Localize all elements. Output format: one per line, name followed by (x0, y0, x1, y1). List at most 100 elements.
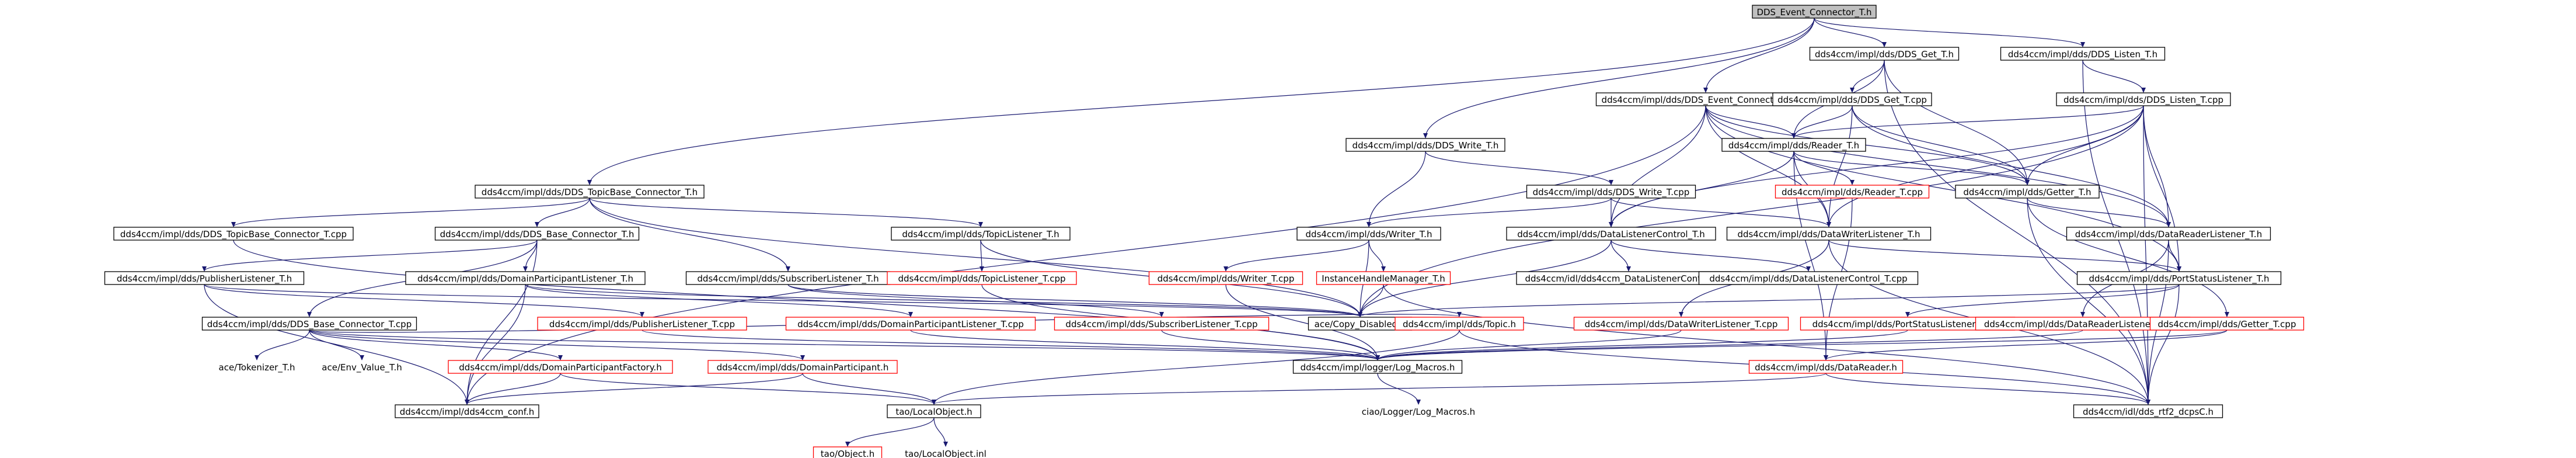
edge-dds4ccm-impl-dds-domainparticipantlistener-t-cpp-to-dds4ccm-impl-logger-log-macros-h (910, 329, 1380, 360)
node-label: dds4ccm/impl/dds/Writer_T.h (1306, 229, 1432, 240)
node-box (1748, 360, 1904, 374)
edge-dds4ccm-impl-dds-datawriterlistener-t-cpp-to-dds4ccm-impl-logger-log-macros-h (1375, 329, 1682, 360)
node-dds4ccm-impl-dds-datawriterlistener-t-h[interactable]: dds4ccm/impl/dds/DataWriterListener_T.h (1726, 227, 1932, 241)
edge-dds4ccm-impl-dds-datawriterlistener-t-h-to-dds4ccm-impl-dds-portstatuslistener-t-h (1828, 240, 2181, 272)
node-label: dds4ccm/impl/dds/Reader_T.cpp (1782, 187, 1923, 198)
node-dds4ccm-impl-dds-getter-t-h[interactable]: dds4ccm/impl/dds/Getter_T.h (1955, 185, 2100, 199)
node-dds4ccm-impl-dds-subscriberlistener-t-h[interactable]: dds4ccm/impl/dds/SubscriberListener_T.h (685, 271, 891, 285)
node-label: dds4ccm/impl/dds/DDS_Get_T.cpp (1777, 95, 1927, 106)
node-dds4ccm-impl-logger-log-macros-h[interactable]: dds4ccm/impl/logger/Log_Macros.h (1292, 360, 1463, 374)
node-box (1955, 185, 2100, 199)
edge-dds4ccm-impl-dds-dds-event-connector-t-cpp-to-dds4ccm-impl-dds-datareaderlistener-t-h (1705, 105, 2171, 227)
node-dds4ccm-impl-dds-getter-t-cpp[interactable]: dds4ccm/impl/dds/Getter_T.cpp (2149, 317, 2305, 331)
edge-dds4ccm-impl-dds-domainparticipantlistener-t-h-to-dds4ccm-impl-dds4ccm-conf-h (465, 284, 526, 405)
node-ace-copy-disabled-h[interactable]: ace/Copy_Disabled.h (1308, 317, 1413, 331)
edge-dds4ccm-impl-dds-domainparticipant-h-to-tao-localobject-h (802, 373, 936, 405)
node-dds-event-connector-t-h: DDS_Event_Connector_T.h (1752, 5, 1877, 19)
node-dds4ccm-impl-dds-dds-get-t-cpp[interactable]: dds4ccm/impl/dds/DDS_Get_T.cpp (1772, 92, 1932, 106)
node-dds4ccm-impl-dds-dds-get-t-h[interactable]: dds4ccm/impl/dds/DDS_Get_T.h (1809, 47, 1960, 61)
edge-dds4ccm-impl-dds-getter-t-h-to-dds4ccm-impl-dds-getter-t-cpp (2027, 197, 2229, 317)
edge-dds-event-connector-t-h-to-dds4ccm-impl-dds-dds-get-t-h (1814, 18, 1887, 47)
edge-dds4ccm-impl-dds-dds-write-t-h-to-dds4ccm-impl-dds-writer-t-h (1367, 151, 1426, 227)
node-label: dds4ccm/idl/dds_rtf2_dcpsC.h (2083, 407, 2214, 418)
edge-dds4ccm-impl-dds-portstatuslistener-t-h-to-dds4ccm-idl-dds-rtf2-dcpsc-h (2146, 284, 2180, 405)
edge-dds4ccm-impl-dds-domainparticipantfactory-h-to-dds4ccm-impl-dds4ccm-conf-h (465, 373, 561, 405)
node-label: dds4ccm/impl/logger/Log_Macros.h (1301, 362, 1455, 373)
node-dds4ccm-impl-dds-domainparticipantfactory-h[interactable]: dds4ccm/impl/dds/DomainParticipantFactor… (448, 360, 673, 374)
node-dds4ccm-impl-dds-dds-base-connector-t-cpp[interactable]: dds4ccm/impl/dds/DDS_Base_Connector_T.cp… (201, 317, 417, 331)
edge-dds-event-connector-t-h-to-dds4ccm-impl-dds-dds-topicbase-connector-t-h (587, 18, 1815, 185)
node-label: dds4ccm/impl/dds/DDS_TopicBase_Connector… (120, 229, 347, 240)
edge-dds4ccm-impl-dds-datareader-h-to-dds4ccm-idl-dds-rtf2-dcpsc-h (1825, 373, 2150, 405)
node-dds4ccm-impl-dds-datareaderlistener-t-h[interactable]: dds4ccm/impl/dds/DataReaderListener_T.h (2066, 227, 2271, 241)
node-dds4ccm-idl-dds-rtf2-dcpsc-h[interactable]: dds4ccm/idl/dds_rtf2_dcpsC.h (2073, 404, 2223, 418)
node-label: dds4ccm/impl/dds/DataReader.h (1755, 362, 1897, 373)
node-box (1506, 227, 1716, 241)
edge-dds4ccm-impl-dds-dds-listen-t-cpp-to-ace-copy-disabled-h (1358, 105, 2144, 317)
edge-dds4ccm-impl-dds-writer-t-h-to-instancehandlemanager-t-h (1368, 240, 1386, 272)
node-dds4ccm-impl-dds-datareader-h[interactable]: dds4ccm/impl/dds/DataReader.h (1748, 360, 1904, 374)
edge-dds4ccm-impl-dds-dds-listen-t-cpp-to-dds4ccm-idl-dds-rtf2-dcpsc-h (2143, 105, 2150, 405)
node-dds4ccm-impl-dds-datareaderlistener-t-cpp[interactable]: dds4ccm/impl/dds/DataReaderListener_T.cp… (1975, 317, 2191, 331)
edge-dds4ccm-impl-dds-dds-event-connector-t-cpp-to-dds4ccm-impl-dds-getter-t-h (1705, 105, 2030, 185)
node-box (434, 227, 640, 241)
edge-dds4ccm-impl-dds-dds-get-t-cpp-to-dds4ccm-impl-dds-getter-t-h (1852, 105, 2030, 185)
node-label: dds4ccm/impl/dds/PublisherListener_T.h (117, 273, 292, 284)
node-dds4ccm-impl-dds-datalistenercontrol-t-cpp[interactable]: dds4ccm/impl/dds/DataListenerControl_T.c… (1698, 271, 1919, 285)
edge-dds4ccm-impl-dds-reader-t-h-to-dds4ccm-impl-dds-getter-t-h (1793, 151, 2030, 185)
node-dds4ccm-impl-dds-portstatuslistener-t-cpp[interactable]: dds4ccm/impl/dds/PortStatusListener_T.cp… (1800, 317, 2016, 331)
node-box (405, 271, 646, 285)
edge-dds4ccm-impl-dds-subscriberlistener-t-cpp-to-dds4ccm-impl-logger-log-macros-h (1161, 329, 1380, 360)
node-box (1721, 138, 1866, 152)
node-label: tao/LocalObject.inl (905, 449, 987, 458)
node-dds4ccm-impl-dds-topic-h[interactable]: dds4ccm/impl/dds/Topic.h (1395, 317, 1524, 331)
node-dds4ccm-impl-dds-dds-write-t-cpp[interactable]: dds4ccm/impl/dds/DDS_Write_T.cpp (1526, 185, 1696, 199)
node-box (2149, 317, 2305, 331)
node-dds4ccm-impl-dds-topiclistener-t-cpp[interactable]: dds4ccm/impl/dds/TopicListener_T.cpp (887, 271, 1077, 285)
node-ace-tokenizer-t-h: ace/Tokenizer_T.h (219, 362, 295, 373)
node-dds4ccm-impl-dds-datalistenercontrol-t-h[interactable]: dds4ccm/impl/dds/DataListenerControl_T.h (1506, 227, 1716, 241)
node-dds4ccm-impl-dds-dds-listen-t-h[interactable]: dds4ccm/impl/dds/DDS_Listen_T.h (2000, 47, 2166, 61)
node-box (1573, 317, 1789, 331)
node-dds4ccm-impl-dds-domainparticipant-h[interactable]: dds4ccm/impl/dds/DomainParticipant.h (707, 360, 898, 374)
node-dds4ccm-impl-dds-writer-t-cpp[interactable]: dds4ccm/impl/dds/Writer_T.cpp (1148, 271, 1303, 285)
node-dds4ccm-impl-dds4ccm-conf-h[interactable]: dds4ccm/impl/dds4ccm_conf.h (395, 404, 539, 418)
node-label: dds4ccm/impl/dds/Writer_T.cpp (1158, 273, 1295, 284)
edge-dds4ccm-impl-dds-dds-event-connector-t-cpp-to-dds4ccm-impl-dds-datalistenercontrol-t-h (1609, 105, 1706, 227)
edge-dds4ccm-impl-dds-dds-get-t-cpp-to-dds4ccm-impl-dds-datawriterlistener-t-h (1826, 105, 1853, 227)
node-tao-localobject-h[interactable]: tao/LocalObject.h (887, 404, 981, 418)
node-dds4ccm-impl-dds-portstatuslistener-t-h[interactable]: dds4ccm/impl/dds/PortStatusListener_T.h (2076, 271, 2282, 285)
node-label: dds4ccm/impl/dds/PortStatusListener_T.cp… (1812, 319, 2003, 330)
edge-dds4ccm-impl-dds-dds-base-connector-t-h-to-dds4ccm-impl-dds4ccm-conf-h (465, 240, 538, 405)
node-dds4ccm-impl-dds-reader-t-h[interactable]: dds4ccm/impl/dds/Reader_T.h (1721, 138, 1866, 152)
node-dds4ccm-impl-dds-dds-topicbase-connector-t-cpp[interactable]: dds4ccm/impl/dds/DDS_TopicBase_Connector… (113, 227, 354, 241)
node-label: dds4ccm/impl/dds/DomainParticipantListen… (417, 273, 633, 284)
edge-dds4ccm-impl-dds-dds-write-t-cpp-to-dds4ccm-impl-dds-datawriterlistener-t-h (1611, 197, 1831, 227)
node-dds4ccm-impl-dds-dds-topicbase-connector-t-h[interactable]: dds4ccm/impl/dds/DDS_TopicBase_Connector… (475, 185, 705, 199)
node-instancehandlemanager-t-h[interactable]: InstanceHandleManager_T.h (1316, 271, 1451, 285)
node-box (2066, 227, 2271, 241)
node-dds4ccm-impl-dds-publisherlistener-t-h[interactable]: dds4ccm/impl/dds/PublisherListener_T.h (104, 271, 305, 285)
node-dds4ccm-idl-dds4ccm-datalistenercontrolec-h[interactable]: dds4ccm/idl/dds4ccm_DataListenerControlE… (1516, 271, 1741, 285)
node-dds4ccm-impl-dds-dds-base-connector-t-h[interactable]: dds4ccm/impl/dds/DDS_Base_Connector_T.h (434, 227, 640, 241)
edge-dds4ccm-impl-dds-dds-listen-t-cpp-to-dds4ccm-impl-dds-datawriterlistener-t-h (1826, 105, 2144, 227)
node-label: dds4ccm/impl/dds/DDS_Get_T.h (1815, 49, 1954, 60)
node-label: dds4ccm/impl/dds/DomainParticipantFactor… (459, 362, 661, 373)
edge-dds4ccm-impl-dds-domainparticipantlistener-t-h-to-ace-copy-disabled-h (525, 284, 1362, 317)
node-dds4ccm-impl-dds-dds-listen-t-cpp[interactable]: dds4ccm/impl/dds/DDS_Listen_T.cpp (2056, 92, 2231, 106)
node-dds4ccm-impl-dds-publisherlistener-t-cpp[interactable]: dds4ccm/impl/dds/PublisherListener_T.cpp (537, 317, 747, 331)
node-dds4ccm-impl-dds-datawriterlistener-t-cpp[interactable]: dds4ccm/impl/dds/DataWriterListener_T.cp… (1573, 317, 1789, 331)
node-dds4ccm-impl-dds-reader-t-cpp[interactable]: dds4ccm/impl/dds/Reader_T.cpp (1775, 185, 1930, 199)
node-dds4ccm-impl-dds-writer-t-h[interactable]: dds4ccm/impl/dds/Writer_T.h (1296, 227, 1441, 241)
node-box (104, 271, 305, 285)
edge-dds4ccm-impl-dds-dds-get-t-cpp-to-dds4ccm-impl-dds-reader-t-h (1791, 105, 1853, 138)
node-dds4ccm-impl-dds-domainparticipantlistener-t-cpp[interactable]: dds4ccm/impl/dds/DomainParticipantListen… (785, 317, 1036, 331)
node-dds4ccm-impl-dds-subscriberlistener-t-cpp[interactable]: dds4ccm/impl/dds/SubscriberListener_T.cp… (1054, 317, 1270, 331)
node-tao-object-h[interactable]: tao/Object.h (813, 446, 883, 458)
node-dds4ccm-impl-dds-topiclistener-t-h[interactable]: dds4ccm/impl/dds/TopicListener_T.h (891, 227, 1071, 241)
node-dds4ccm-impl-dds-dds-write-t-h[interactable]: dds4ccm/impl/dds/DDS_Write_T.h (1345, 138, 1505, 152)
edge-dds4ccm-impl-dds-dds-listen-t-cpp-to-dds4ccm-impl-dds-reader-t-h (1791, 105, 2144, 138)
node-box (2073, 404, 2223, 418)
node-box (395, 404, 539, 418)
node-dds4ccm-impl-dds-domainparticipantlistener-t-h[interactable]: dds4ccm/impl/dds/DomainParticipantListen… (405, 271, 646, 285)
